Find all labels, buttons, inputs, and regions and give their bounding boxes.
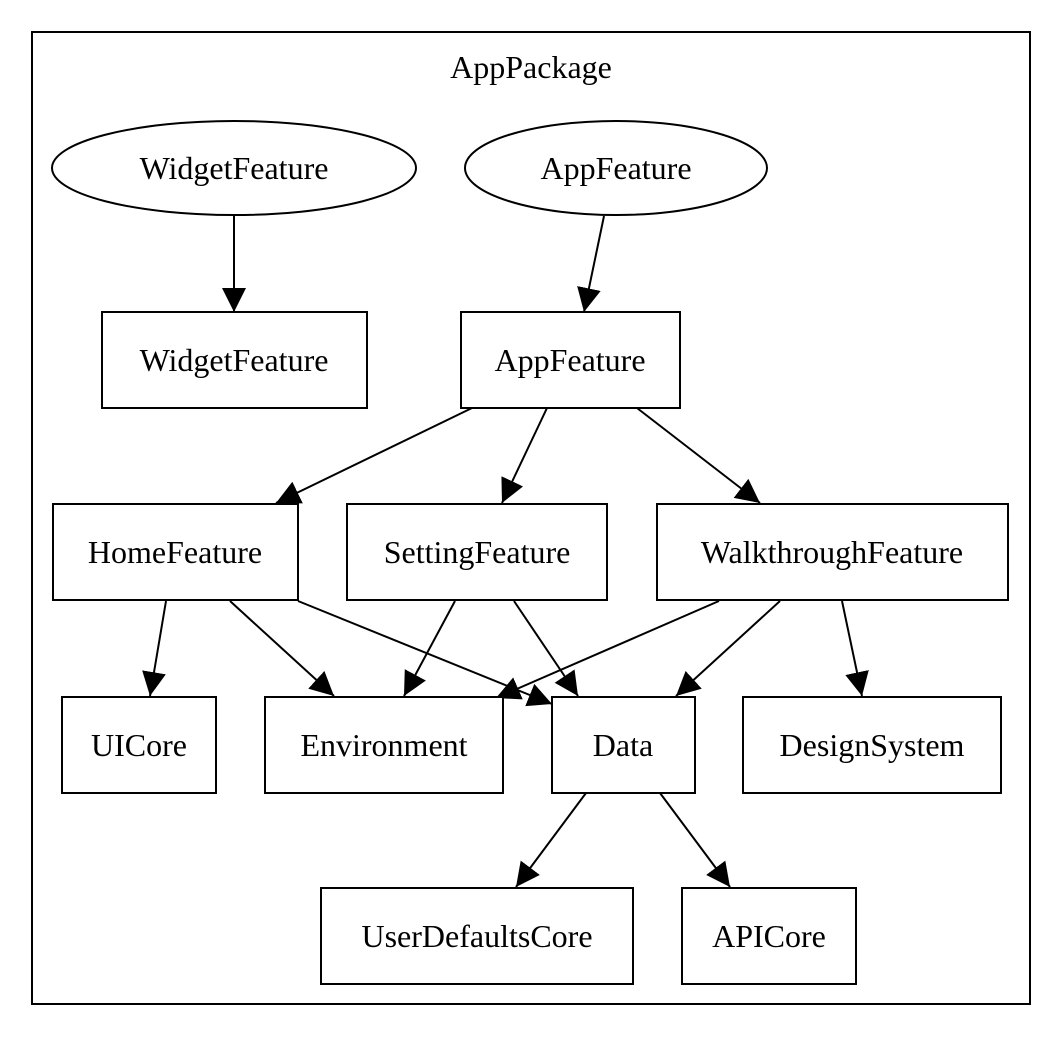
edge-data-to-api-core <box>659 792 731 888</box>
edge-data-to-user-defaults-core <box>515 792 587 888</box>
node-api-core: APICore <box>681 887 857 985</box>
node-ui-core: UICore <box>61 696 217 794</box>
edge-walkthrough-feature-to-environment <box>495 600 720 700</box>
node-user-defaults-core: UserDefaultsCore <box>320 887 634 985</box>
edges <box>142 215 869 888</box>
cluster-label: AppPackage <box>450 49 612 85</box>
node-label: WidgetFeature <box>140 342 329 378</box>
node-design-system: DesignSystem <box>742 696 1002 794</box>
node-data: Data <box>551 696 696 794</box>
edge-home-feature-to-data <box>297 600 553 707</box>
node-widget-feature: WidgetFeature <box>101 311 368 409</box>
node-label: APICore <box>712 918 826 954</box>
node-setting-feature: SettingFeature <box>346 503 608 601</box>
node-home-feature: HomeFeature <box>52 503 299 601</box>
node-app-feature-product: AppFeature <box>464 120 768 216</box>
node-label: UserDefaultsCore <box>361 918 592 954</box>
node-label: Data <box>593 727 653 763</box>
node-label: WidgetFeature <box>140 150 329 186</box>
node-label: SettingFeature <box>384 534 571 570</box>
edge-app-feature-to-setting-feature <box>501 407 548 504</box>
edge-setting-feature-to-environment <box>403 600 456 697</box>
cluster-border <box>31 31 1031 1005</box>
edge-walkthrough-feature-to-data <box>675 600 781 697</box>
node-label: HomeFeature <box>88 534 262 570</box>
nodes: WidgetFeature AppFeature WidgetFeature A… <box>51 120 1009 985</box>
node-walkthrough-feature: WalkthroughFeature <box>656 503 1009 601</box>
node-app-feature: AppFeature <box>460 311 681 409</box>
node-label: AppFeature <box>540 150 691 186</box>
edge-home-feature-to-ui-core <box>142 600 167 697</box>
edge-app-product-to-app-feature <box>577 215 605 313</box>
edge-home-feature-to-environment <box>229 600 335 697</box>
node-label: UICore <box>91 727 187 763</box>
edge-app-feature-to-walkthrough-feature <box>636 407 761 504</box>
node-environment: Environment <box>264 696 504 794</box>
node-label: DesignSystem <box>780 727 965 763</box>
edge-walkthrough-feature-to-design-system <box>841 600 869 697</box>
cluster-app-package: AppPackage <box>31 31 1031 1005</box>
edge-app-feature-to-home-feature <box>275 407 473 504</box>
edge-setting-feature-to-data <box>513 600 579 697</box>
node-widget-feature-product: WidgetFeature <box>51 120 417 216</box>
node-label: AppFeature <box>494 342 645 378</box>
node-label: Environment <box>300 727 467 763</box>
node-label: WalkthroughFeature <box>701 534 963 570</box>
